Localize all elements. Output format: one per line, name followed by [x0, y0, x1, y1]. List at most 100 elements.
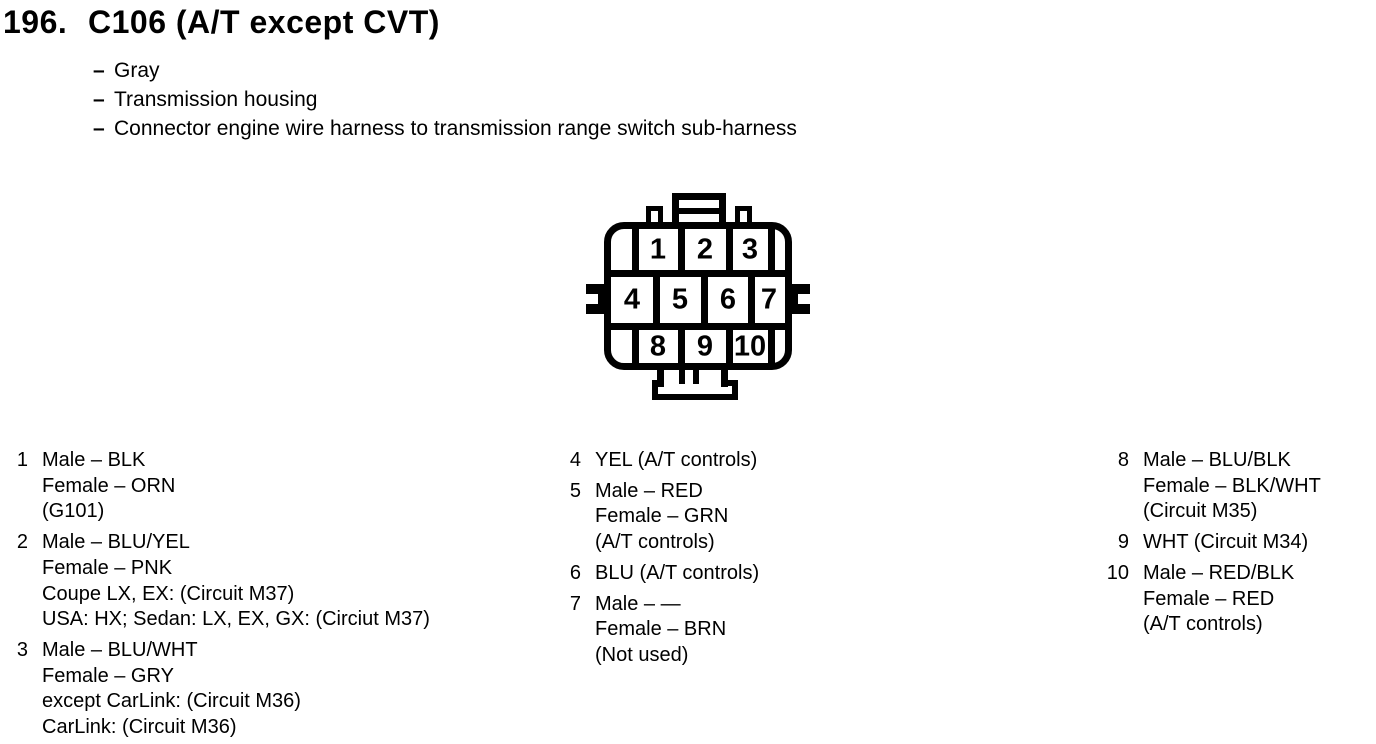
pin-description-line: Female – BRN: [595, 618, 727, 641]
pin-description-line: (A/T controls): [595, 531, 715, 554]
pin-description-line: YEL (A/T controls): [595, 449, 758, 471]
pin-number: 4: [569, 449, 581, 471]
pin-description-line: except CarLink: (Circuit M36): [42, 690, 301, 713]
pin-description-line: Male – BLK: [42, 449, 146, 471]
pin-description-line: BLU (A/T controls): [595, 561, 760, 584]
pin-description-line: Female – PNK: [42, 556, 173, 579]
connector-pin-7: 7: [760, 283, 778, 316]
side-lock-notch-right: [798, 294, 810, 304]
pin-description-line: Male – BLU/BLK: [1143, 449, 1291, 471]
side-lock-notch-left: [586, 294, 598, 304]
pin-description: Male – BLU/WHT Female – GRY except CarLink…: [42, 638, 301, 741]
pin-description: BLU (A/T controls): [595, 561, 759, 587]
pin-description-line: Male – RED: [595, 479, 703, 502]
pin-description-line: Male – —: [595, 592, 681, 615]
connector-pin-9: 9: [696, 330, 714, 363]
pin-description-line: WHT (Circuit M34): [1143, 531, 1309, 554]
grid-line: [726, 323, 733, 363]
pin-description-line: Male – BLU/WHT: [42, 638, 198, 661]
page-title: 196. C106 (A/T except CVT): [3, 4, 440, 41]
grid-line: [678, 323, 685, 363]
pin-description: Male – — Female – BRN(Not used): [595, 592, 726, 669]
note-text: Connector engine wire harness to transmi…: [114, 117, 797, 140]
pin-number: 5: [569, 479, 581, 502]
note-text: Gray: [114, 59, 160, 82]
pin-entry-10: 10 Male – RED/BLK Female – RED (A/T control…: [1085, 561, 1321, 638]
connector-mount-stem-inner: [679, 370, 685, 384]
pin-description-line: (A/T controls): [1143, 613, 1263, 636]
grid-line: [768, 323, 775, 363]
connector-pin-2: 2: [696, 233, 714, 266]
note-text: Transmission housing: [114, 88, 318, 111]
pin-description-line: Female – GRN: [595, 505, 729, 528]
pin-description-line: CarLink: (Circuit M36): [42, 716, 237, 739]
note-description: –Connector engine wire harness to transm…: [93, 114, 797, 143]
pin-entry-3: 3 Male – BLU/WHT Female – GRY except CarLin…: [0, 638, 430, 741]
pin-description: Male – BLK Female – ORN (G101): [42, 448, 175, 525]
grid-line: [610, 270, 786, 277]
pin-description-line: Male – BLU/YEL: [42, 531, 190, 554]
mount-joint: [664, 380, 721, 388]
grid-line: [678, 227, 685, 277]
pin-number: 9: [1117, 531, 1129, 554]
pin-number: 10: [1106, 561, 1129, 584]
connector-pin-4: 4: [623, 283, 641, 316]
bullet-dash: –: [93, 117, 105, 140]
bullet-dash: –: [93, 88, 105, 111]
pin-description-line: (Circuit M35): [1143, 500, 1258, 523]
connector-mount-stem: [657, 363, 664, 387]
pin-description: YEL (A/T controls): [595, 448, 757, 474]
pin-entry-4: 4 YEL (A/T controls): [548, 448, 759, 474]
grid-line: [653, 270, 660, 330]
connector-title: C106 (A/T except CVT): [88, 4, 440, 40]
pin-entry-5: 5 Male – RED Female – GRN (A/T controls): [548, 479, 759, 556]
connector-diagram: 1 2 3 4 5 6 7 8 9 10: [586, 193, 818, 405]
pin-number: 3: [16, 638, 28, 661]
note-location: –Transmission housing: [93, 85, 797, 114]
pin-number: 6: [569, 561, 581, 584]
pin-description: Male – RED/BLK Female – RED (A/T controls): [1143, 561, 1294, 638]
connector-mount-stem: [721, 363, 728, 387]
pin-description-line: Male – RED/BLK: [1143, 561, 1295, 584]
grid-line: [632, 227, 639, 277]
grid-line: [748, 270, 755, 330]
item-number: 196.: [3, 4, 68, 40]
pin-number: 8: [1117, 449, 1129, 471]
grid-line: [632, 323, 639, 363]
pin-description-line: USA: HX; Sedan: LX, EX, GX: (Circiut M37…: [42, 608, 430, 631]
pin-number: 2: [16, 531, 28, 554]
pin-entry-6: 6 BLU (A/T controls): [548, 561, 759, 587]
pin-entry-9: 9 WHT (Circuit M34): [1085, 530, 1321, 556]
connector-notes: –Gray –Transmission housing –Connector e…: [93, 56, 797, 143]
pin-description-line: Female – GRY: [42, 664, 174, 687]
pin-description-line: Female – RED: [1143, 587, 1275, 610]
pin-number: 1: [16, 449, 28, 471]
connector-pin-1: 1: [649, 233, 667, 266]
note-color: –Gray: [93, 56, 797, 85]
pin-description-line: (Not used): [595, 643, 689, 666]
grid-line: [726, 227, 733, 277]
grid-line: [701, 270, 708, 330]
bullet-dash: –: [93, 59, 105, 82]
grid-line: [768, 227, 775, 277]
connector-pin-6: 6: [719, 283, 737, 316]
grid-line: [610, 323, 786, 330]
connector-mount-stem-inner: [693, 370, 699, 384]
pin-entry-1: 1 Male – BLK Female – ORN (G101): [0, 448, 430, 525]
pin-description-line: Female – ORN: [42, 474, 176, 497]
pin-description: WHT (Circuit M34): [1143, 530, 1308, 556]
pin-description-line: Coupe LX, EX: (Circuit M37): [42, 582, 295, 605]
latch-bar: [679, 208, 719, 214]
connector-pin-10: 10: [733, 330, 767, 363]
connector-pin-5: 5: [671, 283, 689, 316]
pin-list-column-2: 4 YEL (A/T controls) 5 Male – RED Female – G…: [548, 448, 759, 669]
pin-description-line: (G101): [42, 500, 105, 523]
